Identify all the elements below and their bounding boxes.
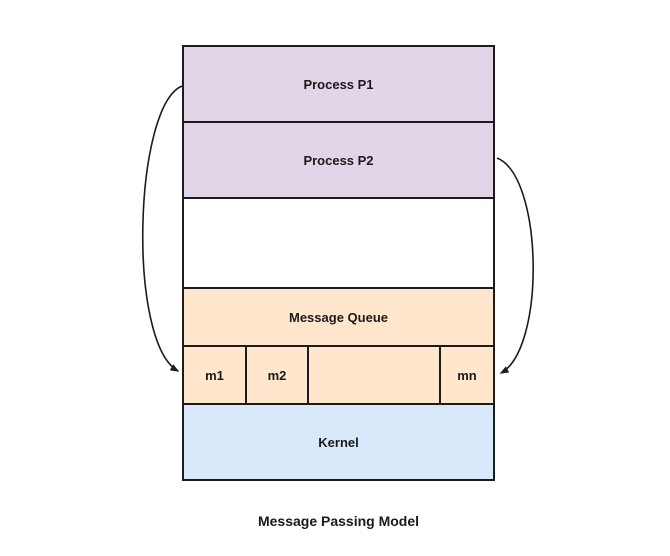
process-p2-box: Process P2 [184,123,493,199]
queue-cell-m2: m2 [245,347,307,403]
kernel-box: Kernel [184,405,493,479]
queue-cell-empty [307,347,439,403]
message-passing-stack: Process P1 Process P2 Message Queue m1 m… [182,45,495,481]
queue-cells-row: m1 m2 mn [184,347,493,405]
queue-cell-mn: mn [439,347,493,403]
empty-spacer-box [184,199,493,289]
diagram-caption: Message Passing Model [257,513,420,529]
message-queue-box: Message Queue [184,289,493,347]
arrow-p1-to-m1 [141,85,183,372]
process-p1-box: Process P1 [184,47,493,123]
queue-cell-m1: m1 [184,347,245,403]
arrow-p2-to-mn [496,157,534,374]
